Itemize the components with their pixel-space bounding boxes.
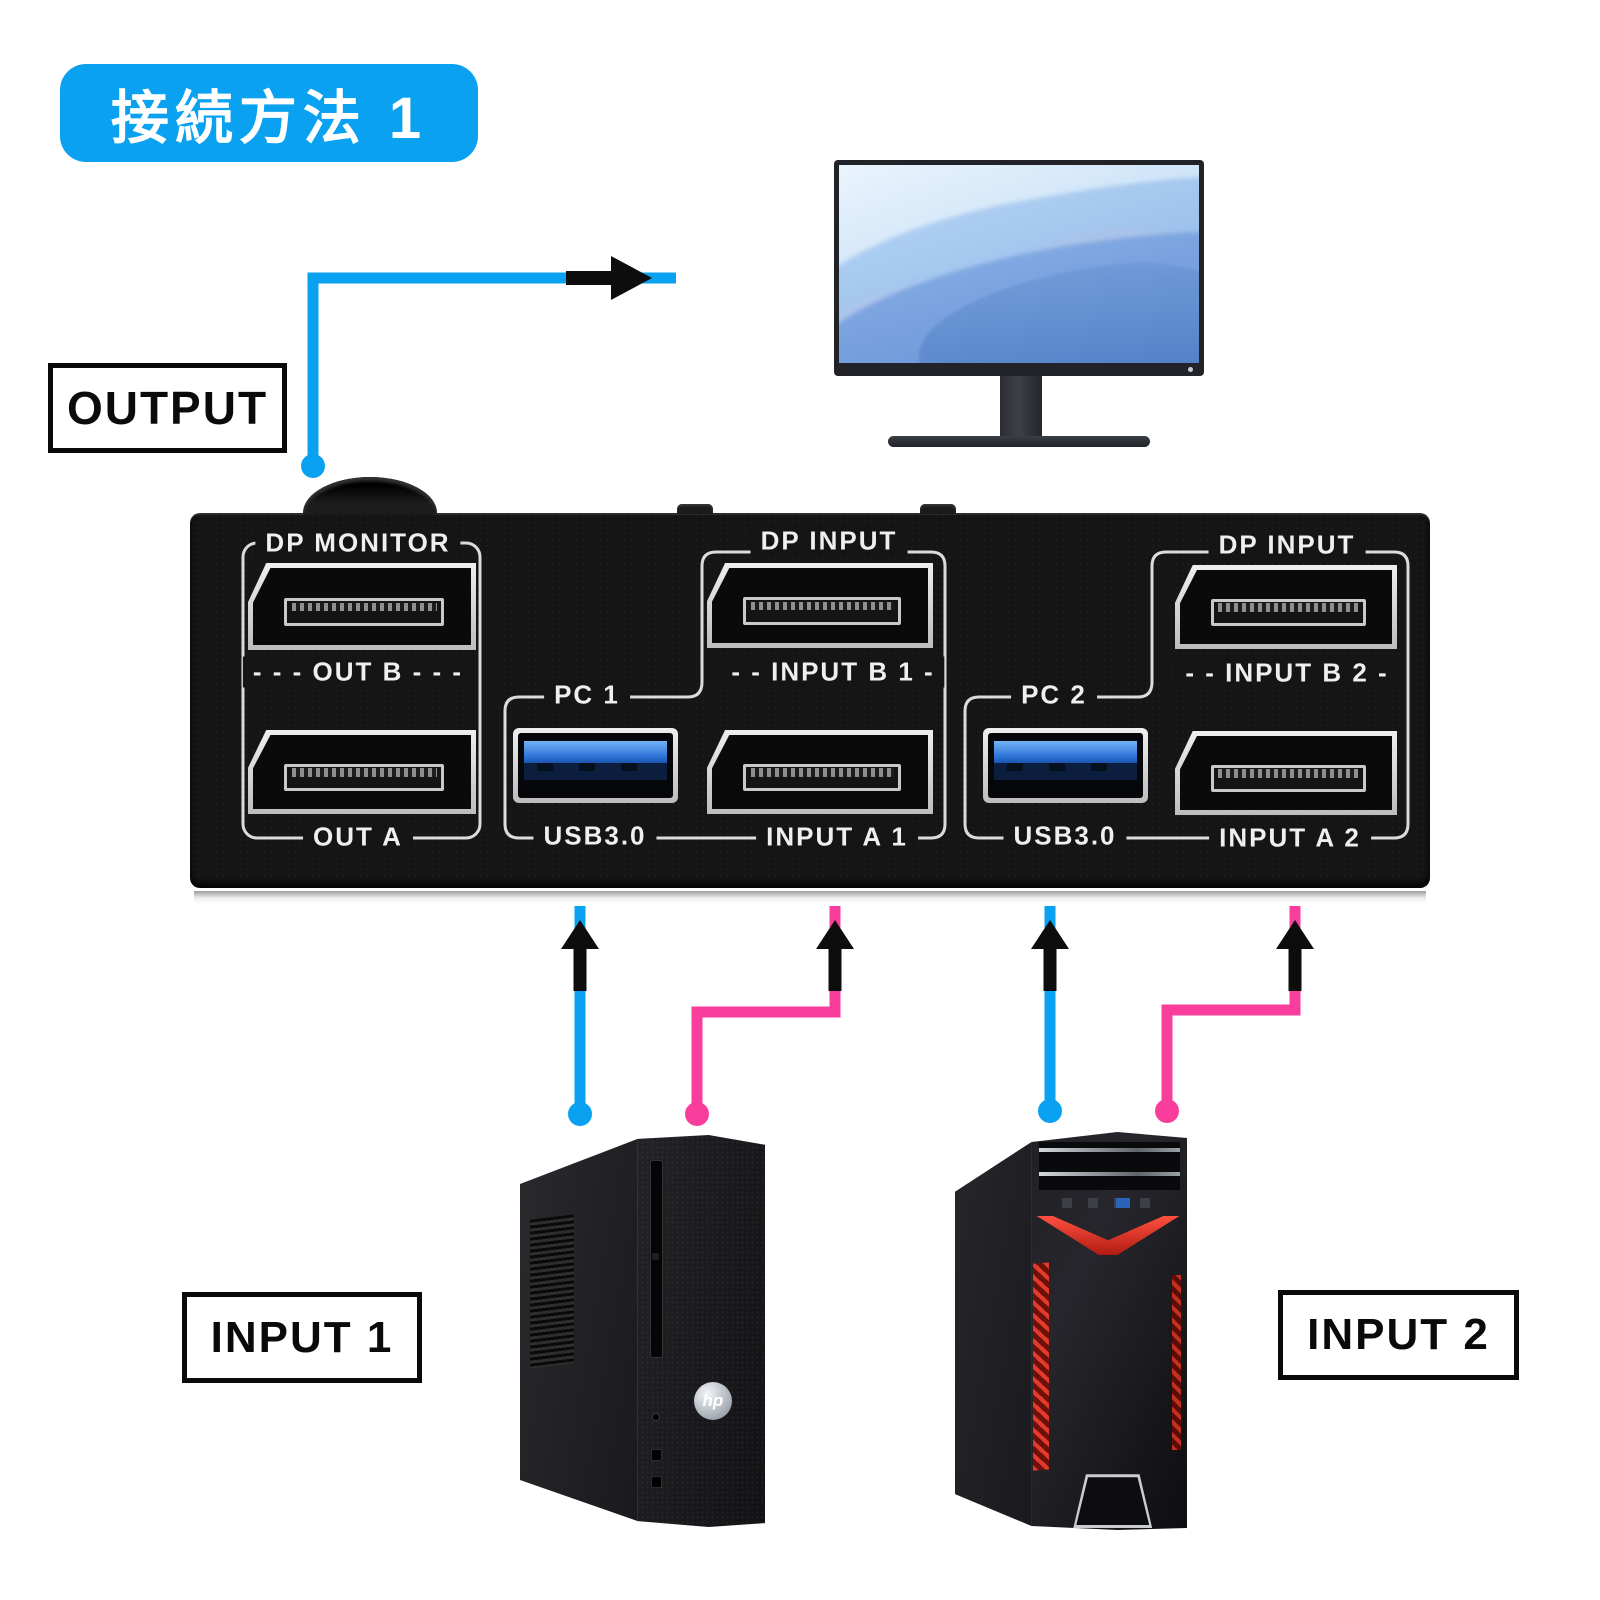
- port-label-pc1: PC 1: [544, 679, 630, 711]
- output-cable-dot: [301, 454, 325, 478]
- pc1-usb-slot: [651, 1448, 663, 1461]
- input2-label-box: INPUT 2: [1278, 1290, 1519, 1380]
- output-cable-line: [307, 272, 676, 462]
- top-screw-nub: [677, 504, 713, 514]
- dp-port-input-a1: [707, 730, 933, 814]
- pc1-dp-cable-line: [691, 906, 841, 1104]
- pc2-side-panel: [955, 1141, 1032, 1527]
- hp-logo: hp: [693, 1381, 732, 1420]
- up-arrow-icon: [1031, 920, 1069, 991]
- port-label-input-a1: INPUT A 1: [756, 821, 918, 853]
- monitor-image: [834, 160, 1204, 450]
- pc1-audio-jack: [652, 1413, 661, 1422]
- input1-label-box: INPUT 1: [182, 1292, 422, 1383]
- pc1-usb-cable-dot: [568, 1102, 592, 1126]
- port-label-input-a2: INPUT A 2: [1209, 822, 1371, 854]
- port-label-out-a: OUT A: [303, 821, 413, 853]
- dp-port-input-b1: [707, 563, 933, 648]
- port-label-input-b1: - - INPUT B 1 -: [721, 656, 945, 688]
- pc1-image: hp: [520, 1135, 765, 1527]
- dp-port-input-a2: [1175, 731, 1397, 815]
- pc2-usb-cable-dot: [1038, 1099, 1062, 1123]
- up-arrow-icon: [561, 920, 599, 991]
- kvm-switch-image: DP MONITOR - - - OUT B - - - OUT A PC 1 …: [190, 477, 1430, 904]
- port-label-usb1: USB3.0: [533, 820, 657, 852]
- pc1-usb-slot: [651, 1476, 663, 1489]
- port-label-usb2: USB3.0: [1003, 820, 1127, 852]
- pc2-front-foot: [1073, 1474, 1153, 1528]
- monitor-wallpaper: [839, 165, 1199, 363]
- pc2-drive-bays: [1038, 1141, 1181, 1190]
- pc2-image: [955, 1132, 1187, 1530]
- output-label-box: OUTPUT: [48, 363, 287, 453]
- output-arrow-icon: [566, 256, 652, 300]
- dp-port-out-a: [248, 730, 476, 814]
- usb-port-pc1: [513, 728, 678, 803]
- port-label-dp-monitor: DP MONITOR: [255, 527, 461, 559]
- connection-method-badge: 接続方法 1: [60, 64, 478, 162]
- pc2-red-vent-right: [1171, 1275, 1182, 1451]
- monitor-stand-neck: [1000, 376, 1042, 438]
- monitor-screen: [834, 160, 1204, 376]
- top-screw-nub: [920, 504, 956, 514]
- monitor-stand-base: [888, 436, 1150, 447]
- dp-port-out-b: [248, 563, 476, 650]
- port-label-dp-input-1: DP INPUT: [750, 525, 908, 557]
- monitor-power-led: [1188, 367, 1193, 372]
- pc2-dp-cable-line: [1161, 906, 1301, 1101]
- port-label-out-b: - - - OUT B - - -: [242, 656, 474, 688]
- pc2-front-io: [1061, 1197, 1155, 1208]
- up-arrow-icon: [1276, 920, 1314, 991]
- pc1-dp-cable-dot: [685, 1102, 709, 1126]
- port-label-input-b2: - - INPUT B 2 -: [1175, 657, 1399, 689]
- port-label-pc2: PC 2: [1011, 679, 1097, 711]
- port-label-dp-input-2: DP INPUT: [1208, 529, 1366, 561]
- dp-port-input-b2: [1175, 565, 1397, 649]
- pc1-eject-button: [651, 1252, 660, 1261]
- usb-port-pc2: [983, 728, 1148, 803]
- up-arrow-icon: [816, 920, 854, 991]
- pc2-dp-cable-dot: [1155, 1099, 1179, 1123]
